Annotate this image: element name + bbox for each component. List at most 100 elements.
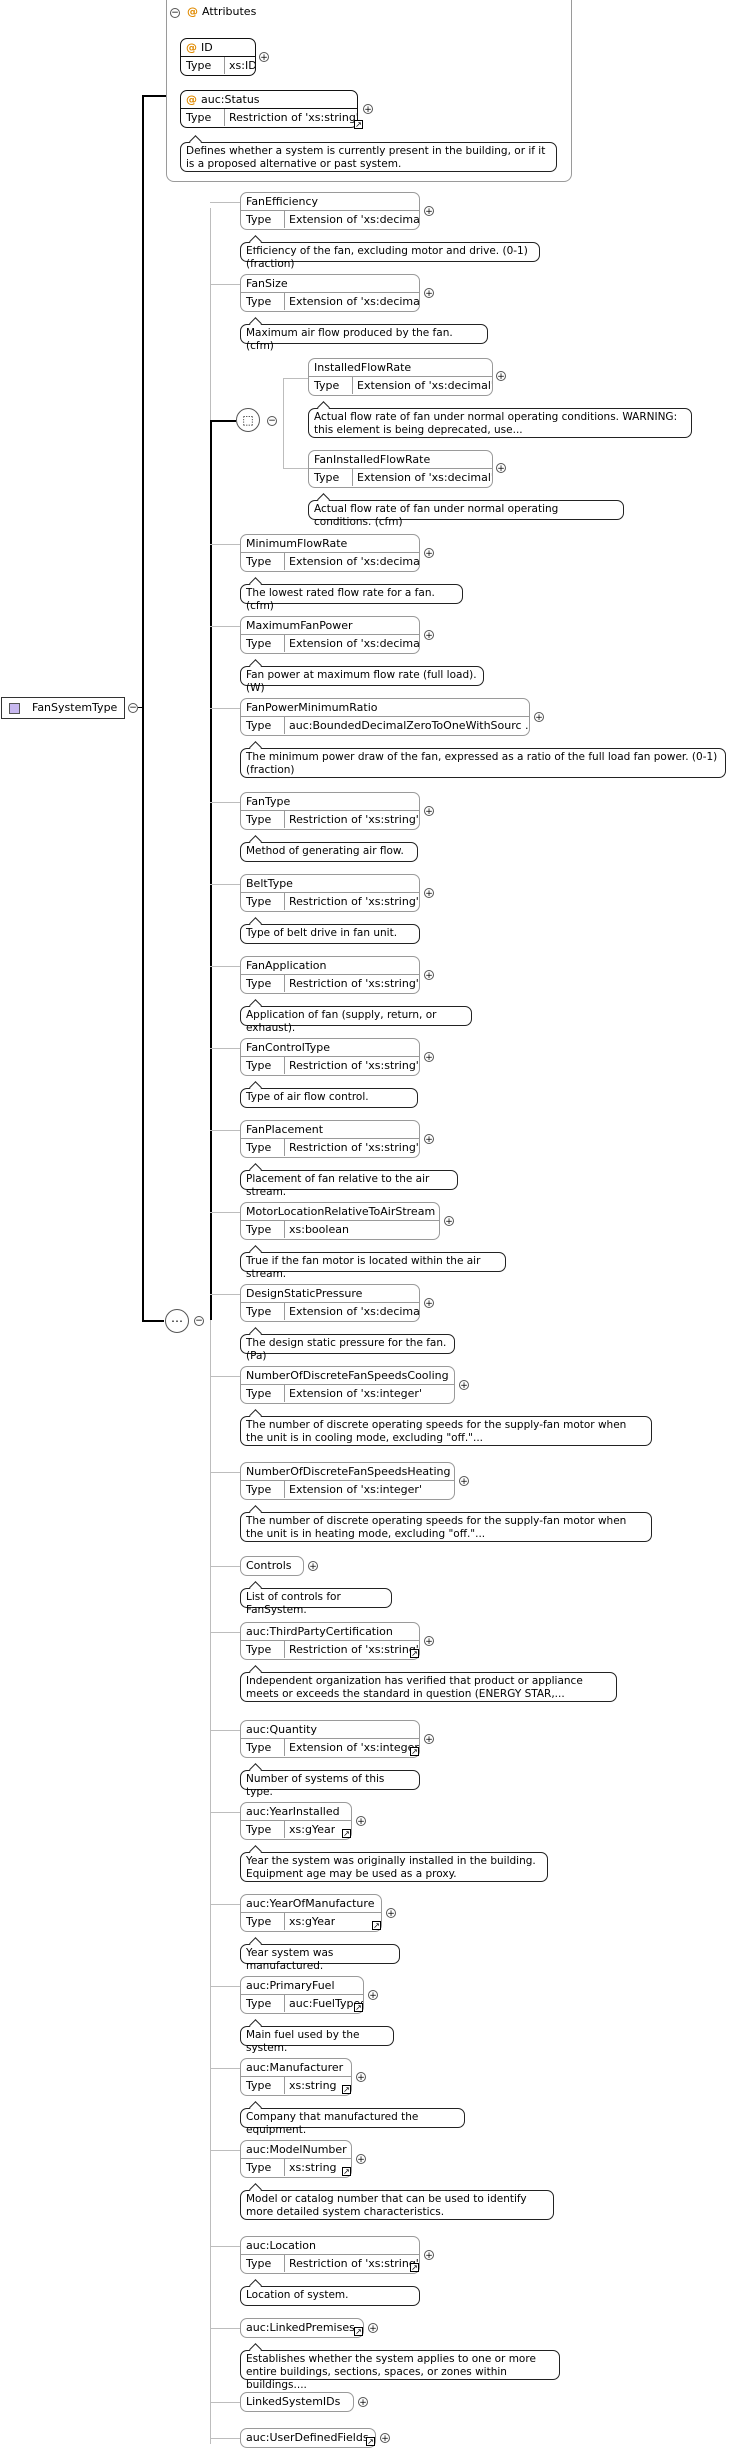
type-value: Restriction of 'xs:string' [289,813,419,826]
element-name: DesignStaticPressure [246,1287,363,1300]
type-value: auc:FuelTypes [289,1997,363,2010]
expand-button[interactable]: + [424,1134,434,1145]
expand-button[interactable]: + [368,2323,378,2334]
element-name: MaximumFanPower [246,619,353,632]
sequence-compositor-icon[interactable]: ⋯ [165,1309,189,1333]
expand-button[interactable]: + [363,104,373,115]
root-collapse-toggle[interactable]: − [128,703,138,713]
external-link-icon[interactable]: ↗ [354,2003,363,2012]
expand-button[interactable]: + [358,2397,368,2408]
expand-button[interactable]: + [424,888,434,899]
element-description: Model or catalog number that can be used… [240,2190,554,2220]
expand-button[interactable]: + [424,1298,434,1309]
expand-button[interactable]: + [380,2433,390,2444]
sequence-collapse-toggle[interactable]: − [194,1316,204,1326]
expand-button[interactable]: + [424,1636,434,1647]
expand-button[interactable]: + [424,1734,434,1745]
expand-button[interactable]: + [424,806,434,817]
element-box[interactable]: Controls [240,1556,304,1576]
expand-button[interactable]: + [356,1816,366,1827]
expand-button[interactable]: + [386,1908,396,1919]
element-name: NumberOfDiscreteFanSpeedsCooling [246,1369,449,1382]
element-description: The lowest rated flow rate for a fan. (c… [240,584,463,612]
expand-button[interactable]: + [356,2154,366,2165]
attributes-icon: @ [187,5,198,18]
external-link-icon[interactable]: ↗ [410,2263,419,2272]
element-description: The design static pressure for the fan. … [240,1334,455,1362]
element-description: List of controls for FanSystem. [240,1588,392,1616]
attribute-icon: @ [186,93,197,106]
expand-button[interactable]: + [368,1990,378,2001]
external-link-icon[interactable]: ↗ [354,120,363,129]
external-link-icon[interactable]: ↗ [372,1921,381,1930]
expand-button[interactable]: + [424,288,434,299]
expand-button[interactable]: + [496,371,506,382]
sequence-children-connector [210,208,211,2444]
element-description: Independent organization has verified th… [240,1672,617,1702]
expand-button[interactable]: + [424,548,434,559]
external-link-icon[interactable]: ↗ [410,1747,419,1756]
attributes-collapse-toggle[interactable]: − [170,8,180,18]
expand-button[interactable]: + [259,52,269,63]
element-description: Actual flow rate of fan under normal ope… [308,500,624,528]
expand-button[interactable]: + [308,1561,318,1572]
root-element-box[interactable]: FanSystemType [1,697,125,719]
type-value: Extension of 'xs:decimal' [289,555,419,568]
expand-button[interactable]: + [424,2250,434,2261]
expand-button[interactable]: + [424,206,434,217]
expand-button[interactable]: + [534,712,544,723]
external-link-icon[interactable]: ↗ [342,2167,351,2176]
type-label: Type [241,1821,285,1838]
external-link-icon[interactable]: ↗ [342,1829,351,1838]
element-name: MotorLocationRelativeToAirStream [246,1205,436,1218]
element-box[interactable]: auc:LinkedPremises [240,2318,364,2338]
expand-button[interactable]: + [356,2072,366,2083]
expand-button[interactable]: + [424,630,434,641]
element-description: Type of air flow control. [240,1088,418,1108]
element-description: Maximum air flow produced by the fan. (c… [240,324,488,352]
external-link-icon[interactable]: ↗ [410,1649,419,1658]
type-value: Restriction of 'xs:string' [289,2257,419,2270]
expand-button[interactable]: + [424,970,434,981]
type-label: Type [241,893,285,910]
choice-compositor-icon[interactable]: ⬚ [236,408,260,432]
element-box[interactable]: LinkedSystemIDs [240,2392,354,2412]
expand-button[interactable]: + [424,1052,434,1063]
external-link-icon[interactable]: ↗ [342,2085,351,2094]
choice-collapse-toggle[interactable]: − [267,416,277,426]
type-label: Type [181,109,225,126]
external-link-icon[interactable]: ↗ [366,2437,375,2446]
external-link-icon[interactable]: ↗ [354,2327,363,2336]
expand-button[interactable]: + [496,463,506,474]
expand-button[interactable]: + [459,1380,469,1391]
expand-button[interactable]: + [444,1216,454,1227]
expand-button[interactable]: + [459,1476,469,1487]
element-box[interactable]: auc:UserDefinedFields [240,2428,376,2448]
